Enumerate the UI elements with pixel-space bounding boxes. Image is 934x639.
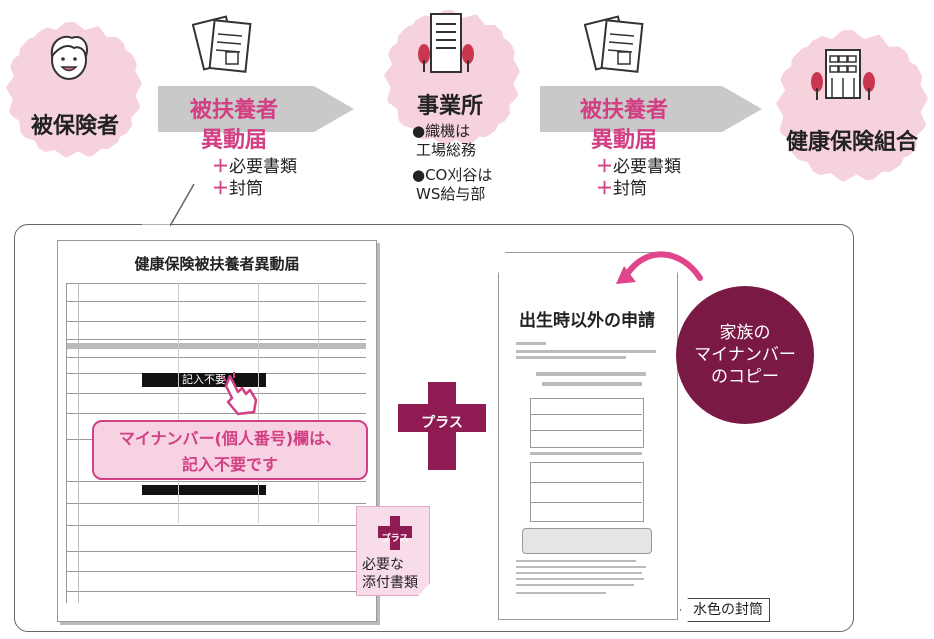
form-title: 健康保険被扶養者異動届 [134, 255, 300, 273]
envelope [498, 252, 678, 620]
document-icon-2 [583, 12, 648, 76]
document-icon [191, 12, 256, 76]
office-note-3: ●CO刈谷は [412, 166, 493, 184]
bubble-line2: マイナンバー [694, 345, 796, 365]
office-building-icon [416, 10, 476, 74]
plus-sign [398, 382, 486, 470]
attachments-line1: 必要な [362, 557, 404, 573]
callout-line2: 記入不要です [181, 455, 278, 474]
extra-envelope: 封筒 [229, 179, 263, 199]
extra2-envelope: 封筒 [613, 179, 647, 199]
bubble-line1: 家族の [719, 323, 771, 343]
callout-line1: マイナンバー(個人番号)欄は、 [118, 429, 342, 448]
extra-required-docs: 必要書類 [229, 157, 297, 177]
union-label: 健康保険組合 [785, 130, 918, 155]
small-plus-label [378, 516, 412, 550]
office-note-4: WS給与部 [416, 185, 486, 203]
hospital-building-icon [808, 44, 878, 102]
hand-pointer-icon [220, 372, 264, 416]
person-icon [44, 32, 94, 86]
extras2: ＋必要書類 ＋封筒 [596, 157, 681, 199]
form2-line2: 異動届 [590, 128, 657, 153]
envelope-body [516, 338, 660, 608]
attachments-text: 必要な 添付書類 [362, 556, 418, 592]
office-note-1: ●織機は [412, 122, 471, 140]
office-note-2: 工場総務 [416, 141, 477, 159]
envelope-title: 出生時以外の申請 [519, 311, 655, 331]
mynumber-copy-bubble: 家族の マイナンバー のコピー [676, 286, 814, 424]
extra2-required-docs: 必要書類 [613, 157, 681, 177]
bubble-line3: のコピー [711, 367, 779, 387]
attachments-line2: 添付書類 [362, 575, 418, 591]
form1-line1: 被扶養者 [189, 98, 278, 123]
curved-arrow-icon [612, 248, 704, 294]
form2-line1: 被扶養者 [579, 98, 668, 123]
extras1: ＋必要書類 ＋封筒 [212, 157, 297, 199]
plus-label: プラス [421, 415, 463, 431]
small-plus-text: プラス [381, 534, 409, 544]
panel-pointer [142, 183, 195, 228]
mynumber-callout: マイナンバー(個人番号)欄は、 記入不要です [92, 420, 368, 480]
stamp-2 [142, 485, 266, 495]
envelope-caption: 水色の封筒 [680, 598, 770, 622]
office-notes: ●織機は 工場総務 ●CO刈谷は WS給与部 [412, 122, 492, 204]
office-label: 事業所 [416, 94, 483, 119]
flow-arrow-2 [540, 86, 762, 132]
envelope-caption-text: 水色の封筒 [693, 602, 763, 618]
form1-line2: 異動届 [200, 128, 267, 153]
flow-arrow-1 [158, 86, 354, 132]
insured-label: 被保険者 [30, 114, 119, 139]
